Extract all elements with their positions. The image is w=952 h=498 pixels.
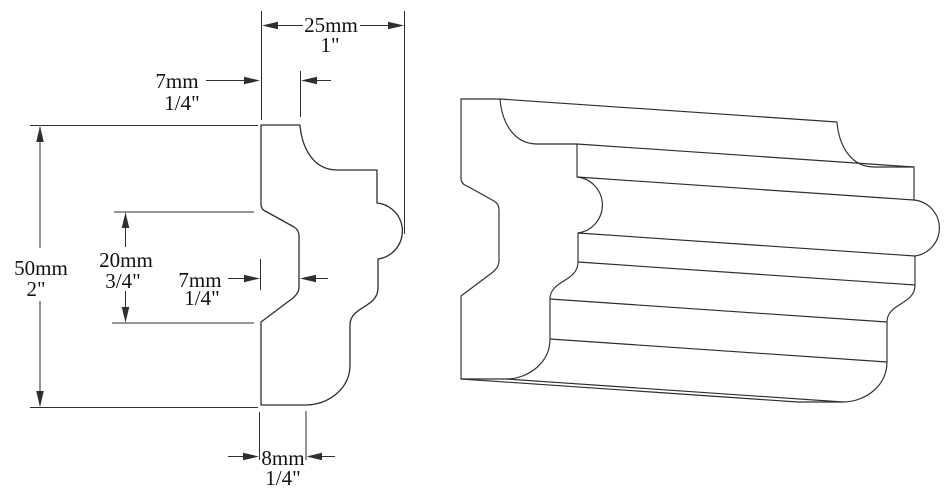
arrowhead-up (121, 212, 130, 228)
arrowhead-left (301, 76, 317, 85)
dim-height-imperial: 2" (26, 277, 45, 301)
dim-bottom-return-imperial: 1/4" (265, 466, 300, 490)
extrusion-ledge-corner (576, 143, 915, 168)
dim-width-metric: 25mm (304, 13, 358, 37)
arrowhead-up (36, 126, 44, 142)
extrusion-cove-top (549, 338, 888, 363)
dim-top-return-metric: 7mm (155, 69, 198, 93)
arrowhead-right (388, 21, 404, 30)
profile-outline (260, 124, 403, 406)
dimension-top-return: 7mm 1/4" (155, 69, 331, 117)
extrusion-bottom-back-edge (460, 378, 799, 403)
dimension-overall-width: 25mm 1" (261, 11, 405, 234)
arrowhead-right (244, 274, 260, 283)
dim-notch-depth-imperial: 1/4" (184, 286, 219, 310)
arrowhead-left (306, 452, 322, 461)
dim-notch-depth-metric: 7mm (178, 268, 221, 292)
dimension-notch-depth: 7mm 1/4" (178, 259, 328, 310)
dim-notch-height-imperial: 3/4" (105, 269, 140, 293)
dim-top-return-imperial: 1/4" (164, 91, 199, 115)
extrusion-ogee-top (577, 261, 916, 286)
extrusion-bead-top (576, 176, 915, 201)
dim-height-metric: 50mm (14, 256, 68, 280)
arrowhead-right (244, 76, 260, 85)
extrusion-top-front-edge (499, 98, 838, 123)
extrusion-bottom-front-edge (505, 378, 844, 403)
dim-width-imperial: 1" (320, 33, 339, 57)
far-end-outline (798, 121, 940, 403)
cross-section-view: 25mm 1" 7mm 1/4" 50mm 2" (14, 11, 405, 490)
dimension-notch-height: 20mm 3/4" (99, 211, 254, 324)
arrowhead-left (262, 21, 278, 30)
dim-notch-height-metric: 20mm (99, 248, 153, 272)
extrusion-ogee-bottom (549, 298, 888, 323)
arrowhead-right (243, 452, 259, 461)
extrusion-bead-bottom (577, 232, 916, 257)
arrowhead-left (300, 274, 316, 283)
end-face-outline (460, 98, 603, 380)
arrowhead-down (36, 391, 44, 407)
dimension-bottom-return: 8mm 1/4" (228, 411, 335, 490)
dimension-overall-height: 50mm 2" (14, 125, 258, 408)
arrowhead-down (121, 307, 130, 323)
perspective-view (460, 98, 940, 403)
dim-bottom-return-metric: 8mm (261, 446, 304, 470)
